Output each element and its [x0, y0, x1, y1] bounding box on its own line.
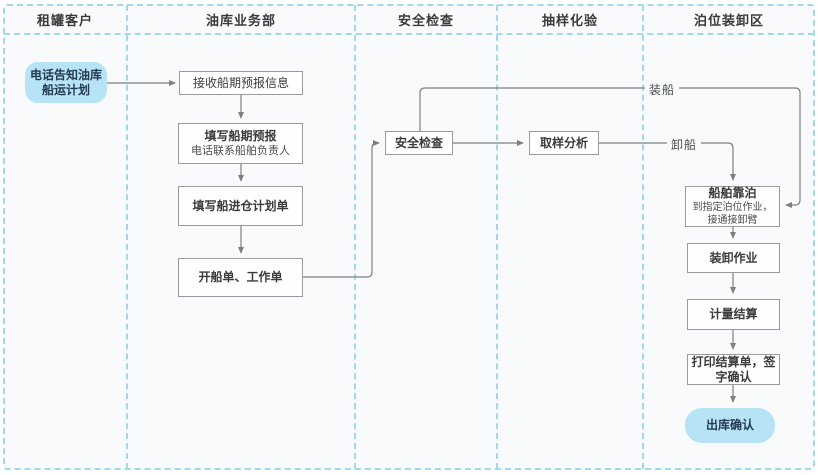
- flowchart-frame: [3, 4, 815, 470]
- lane-divider-4: [642, 5, 644, 469]
- node-loading-unloading-label: 装卸作业: [709, 250, 758, 265]
- node-phone-notify-label: 电话告知油库船运计划: [29, 67, 102, 97]
- node-fill-schedule-forecast-subtitle: 电话联系船舶负责人: [191, 144, 290, 158]
- node-receive-forecast: 接收船期预报信息: [179, 71, 303, 95]
- node-issue-ship-work-order-label: 开船单、工作单: [198, 270, 283, 284]
- node-fill-warehouse-plan: 填写船进仓计划单: [178, 186, 303, 226]
- lane-divider-2: [354, 5, 356, 469]
- node-phone-notify: 电话告知油库船运计划: [25, 62, 107, 103]
- lane-divider-3: [496, 5, 498, 469]
- node-metering-settlement-label: 计量结算: [709, 307, 758, 321]
- edge-label-unload-ship: 卸船: [667, 136, 702, 153]
- lane-header-row: 租罐客户 油库业务部 安全检查 抽样化验 泊位装卸区: [3, 4, 815, 34]
- node-sampling-analysis: 取样分析: [529, 131, 599, 155]
- node-print-settlement: 打印结算单，签字确认: [687, 354, 780, 385]
- node-loading-unloading: 装卸作业: [687, 243, 780, 273]
- node-sampling-analysis-label: 取样分析: [539, 135, 588, 150]
- node-receive-forecast-label: 接收船期预报信息: [192, 75, 289, 90]
- node-fill-warehouse-plan-label: 填写船进仓计划单: [192, 198, 289, 213]
- lane-divider-1: [126, 5, 128, 469]
- node-outbound-confirm-label: 出库确认: [705, 418, 754, 432]
- lane-header-depot-business-dept: 油库业务部: [205, 13, 276, 29]
- node-outbound-confirm: 出库确认: [685, 408, 775, 443]
- edge-label-load-ship: 装船: [645, 81, 680, 98]
- lane-header-rent-tank-customer: 租罐客户: [36, 13, 93, 29]
- node-fill-schedule-forecast-title: 填写船期预报: [204, 129, 277, 144]
- lane-header-rule: [4, 33, 814, 35]
- node-print-settlement-label: 打印结算单，签字确认: [691, 354, 776, 384]
- lane-header-safety-inspection: 安全检查: [397, 13, 454, 29]
- node-fill-schedule-forecast: 填写船期预报 电话联系船舶负责人: [178, 123, 303, 164]
- node-issue-ship-work-order: 开船单、工作单: [178, 258, 303, 297]
- node-ship-berthing-title: 船舶靠泊: [708, 186, 757, 200]
- node-safety-check: 安全检查: [385, 131, 453, 155]
- lane-header-berth-area: 泊位装卸区: [693, 13, 764, 29]
- node-safety-check-label: 安全检查: [394, 135, 443, 150]
- node-ship-berthing-subtitle: 到指定泊位作业，接通接卸臂: [692, 202, 773, 226]
- node-metering-settlement: 计量结算: [687, 299, 780, 330]
- node-ship-berthing: 船舶靠泊 到指定泊位作业，接通接卸臂: [685, 186, 780, 227]
- lane-header-sampling-test: 抽样化验: [541, 13, 598, 29]
